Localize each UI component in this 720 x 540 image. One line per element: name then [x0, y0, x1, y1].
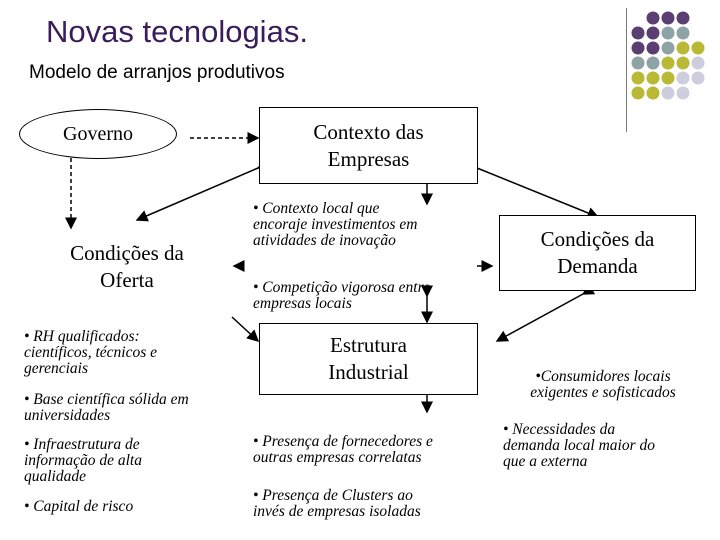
decorative-dot: [691, 71, 705, 85]
decorative-dot: [661, 11, 675, 25]
text-line: demanda local maior do: [503, 437, 655, 454]
governo-node: Governo: [19, 109, 177, 159]
text-line: informação de alta: [24, 452, 142, 469]
text-line: • Infraestrutura de: [24, 436, 140, 453]
decorative-dot: [661, 26, 675, 40]
cond-demanda-line2: Demanda: [557, 254, 638, 278]
text-line: • Competição vigorosa entre: [253, 279, 430, 296]
demanda-bullet-2: • Necessidades da demanda local maior do…: [503, 422, 655, 470]
text-line: • Presença de fornecedores e: [253, 433, 433, 450]
text-line: encoraje investimentos em: [253, 216, 418, 233]
text-line: empresas locais: [253, 295, 352, 312]
text-line: outras empresas correlatas: [253, 449, 422, 466]
decorative-dot: [631, 26, 645, 40]
text-line: • Necessidades da: [503, 421, 616, 438]
decorative-dot: [676, 71, 690, 85]
decorative-dot: [646, 41, 660, 55]
decorative-dot: [631, 71, 645, 85]
estrutura-bullet-1: • Presença de fornecedores e outras empr…: [253, 434, 433, 466]
oferta-bullet-4: • Capital de risco: [24, 499, 133, 515]
page-title: Novas tecnologias.: [46, 14, 308, 49]
estrutura-industrial-box: Estrutura Industrial: [259, 323, 478, 395]
decorative-dot: [646, 56, 660, 70]
decorative-dot: [676, 86, 690, 100]
decorative-dot: [676, 56, 690, 70]
arrow-contexto-demanda: [465, 158, 600, 219]
condicoes-oferta-node: Condições da Oferta: [52, 240, 202, 294]
oferta-bullet-2: • Base científica sólida em universidade…: [24, 392, 189, 424]
text-line: •Consumidores locais: [535, 368, 671, 385]
arrow-contexto-oferta: [135, 158, 271, 222]
decorative-dot: [691, 56, 705, 70]
decorative-dot: [661, 71, 675, 85]
decorative-divider: [626, 8, 627, 132]
cond-oferta-line2: Oferta: [100, 268, 154, 292]
decorative-dot: [646, 86, 660, 100]
estrutura-bullet-2: • Presença de Clusters ao invés de empre…: [253, 488, 421, 520]
governo-label: Governo: [63, 122, 133, 145]
decorative-dot-grid: [631, 11, 705, 100]
cond-oferta-line1: Condições da: [70, 241, 184, 265]
text-line: qualidade: [24, 468, 86, 485]
decorative-dot: [661, 86, 675, 100]
decorative-dot: [631, 86, 645, 100]
decorative-dot: [661, 41, 675, 55]
text-line: • Capital de risco: [24, 498, 134, 515]
decorative-dot: [676, 41, 690, 55]
decorative-dot: [646, 26, 660, 40]
oferta-bullet-1: • RH qualificados: científicos, técnicos…: [24, 329, 157, 377]
text-line: universidades: [24, 407, 111, 424]
text-line: que a externa: [503, 453, 588, 470]
text-line: atividades de inovação: [253, 232, 396, 249]
oferta-bullet-3: • Infraestrutura de informação de alta q…: [24, 437, 142, 485]
text-line: • Base científica sólida em: [24, 391, 189, 408]
decorative-dot: [646, 11, 660, 25]
arrow-demanda-estrutura: [495, 283, 596, 342]
estrutura-line2: Industrial: [328, 360, 409, 384]
estrutura-line1: Estrutura: [330, 333, 407, 357]
decorative-dot: [676, 26, 690, 40]
page-subtitle: Modelo de arranjos produtivos: [29, 62, 285, 83]
decorative-dot: [661, 56, 675, 70]
decorative-dot: [691, 41, 705, 55]
text-line: científicos, técnicos e: [24, 344, 157, 361]
contexto-label-line2: Empresas: [327, 146, 410, 171]
contexto-label-line1: Contexto das: [313, 119, 424, 144]
demanda-bullet-1: •Consumidores locais exigentes e sofisti…: [508, 369, 698, 401]
text-line: invés de empresas isoladas: [253, 503, 421, 520]
text-line: gerenciais: [24, 360, 88, 377]
decorative-dot: [646, 71, 660, 85]
contexto-bullet-1: • Contexto local que encoraje investimen…: [253, 201, 417, 249]
contexto-bullet-2: • Competição vigorosa entre empresas loc…: [253, 280, 430, 312]
decorative-dot: [676, 11, 690, 25]
condicoes-demanda-box: Condições da Demanda: [499, 215, 696, 291]
text-line: • Presença de Clusters ao: [253, 487, 413, 504]
text-line: • Contexto local que: [253, 200, 380, 217]
text-line: exigentes e sofisticados: [530, 384, 676, 401]
contexto-empresas-box: Contexto das Empresas: [259, 107, 478, 184]
decorative-dot: [631, 56, 645, 70]
decorative-dot: [631, 41, 645, 55]
text-line: • RH qualificados:: [24, 328, 140, 345]
arrow-oferta-estrutura: [231, 316, 260, 343]
cond-demanda-line1: Condições da: [540, 227, 655, 251]
